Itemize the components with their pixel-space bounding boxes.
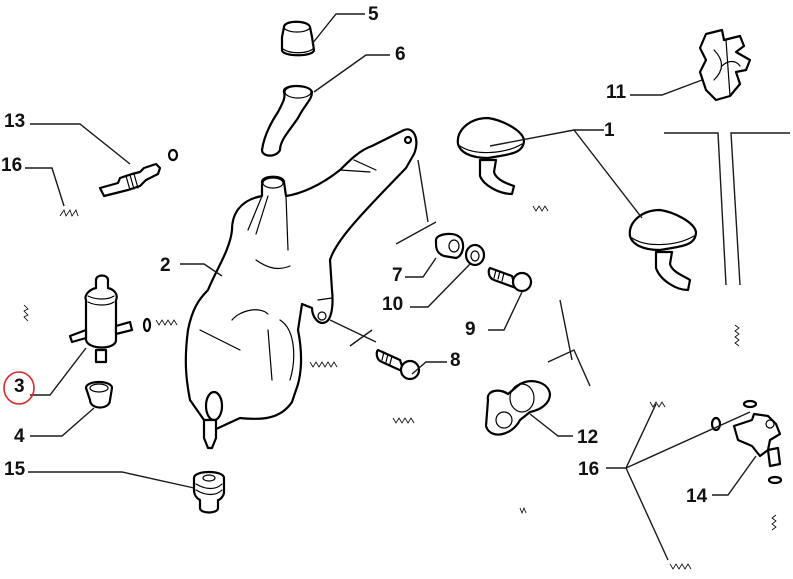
- leader-3: [30, 347, 87, 396]
- leader-1b: [573, 129, 643, 219]
- callout-13[interactable]: 13: [4, 111, 25, 132]
- leader-14: [712, 455, 757, 496]
- part-11-clip: [698, 28, 752, 102]
- leader-16a: [25, 167, 65, 207]
- leader-7: [405, 257, 437, 278]
- leader-6: [313, 54, 390, 93]
- part-8-bolt: [375, 348, 421, 381]
- callout-15[interactable]: 15: [4, 459, 26, 480]
- leader-top-right-bracket: [664, 132, 727, 286]
- leader-5: [311, 13, 365, 45]
- callout-8[interactable]: 8: [450, 350, 461, 371]
- part-5-cap: [280, 20, 316, 57]
- callout-11[interactable]: 11: [606, 82, 627, 103]
- callout-16-right[interactable]: 16: [578, 459, 599, 480]
- leader-15: [28, 471, 195, 489]
- part-9-bolt: [487, 266, 533, 293]
- callout-10[interactable]: 10: [382, 294, 403, 315]
- part-4-grommet: [84, 380, 114, 409]
- leader-10: [410, 263, 471, 308]
- leader-16c: [625, 411, 751, 469]
- break-marks-right: [329, 159, 437, 347]
- part-3-pump: [68, 274, 134, 364]
- leader-12: [529, 413, 573, 437]
- hose-nozzle-lower: [701, 288, 758, 411]
- hose-long-lower: [297, 347, 783, 573]
- callout-5[interactable]: 5: [368, 4, 379, 25]
- leader-16d: [625, 467, 669, 561]
- leader-top-right-bracket-b: [730, 132, 790, 286]
- leader-4: [30, 407, 95, 437]
- leader-lines: [25, 13, 790, 561]
- callout-1[interactable]: 1: [604, 120, 615, 141]
- part-10-washer: [464, 243, 486, 267]
- leader-13: [30, 123, 131, 165]
- leader-11: [630, 79, 703, 96]
- part-13-connector: [98, 162, 162, 198]
- callout-16-left[interactable]: 16: [1, 155, 22, 176]
- part-15-grommet: [192, 470, 226, 514]
- part-2-reservoir: [184, 128, 418, 450]
- callout-2[interactable]: 2: [160, 255, 171, 276]
- part-7-bushing: [434, 232, 465, 260]
- part-6-neck: [260, 84, 314, 157]
- part-1-nozzle-upper: [456, 116, 526, 196]
- callout-14[interactable]: 14: [686, 486, 708, 507]
- hose-pump-to-tank: [142, 315, 190, 333]
- callout-3[interactable]: 3: [14, 376, 25, 397]
- part-1-nozzle-lower: [628, 208, 698, 292]
- part-12-clamp: [484, 380, 552, 436]
- callout-9[interactable]: 9: [465, 319, 476, 340]
- leader-9: [488, 291, 523, 331]
- callout-4[interactable]: 4: [14, 426, 25, 447]
- leader-8: [411, 361, 447, 375]
- leader-2: [180, 263, 223, 277]
- callout-7[interactable]: 7: [392, 265, 403, 286]
- callout-6[interactable]: 6: [395, 44, 406, 65]
- part-14-valve: [732, 412, 782, 468]
- callout-12[interactable]: 12: [577, 427, 598, 448]
- hose-top-left: [167, 16, 220, 162]
- highlight-circle-3: [3, 371, 35, 405]
- hose-nozzle-upper: [522, 196, 722, 432]
- hose-left-loop: [14, 200, 90, 338]
